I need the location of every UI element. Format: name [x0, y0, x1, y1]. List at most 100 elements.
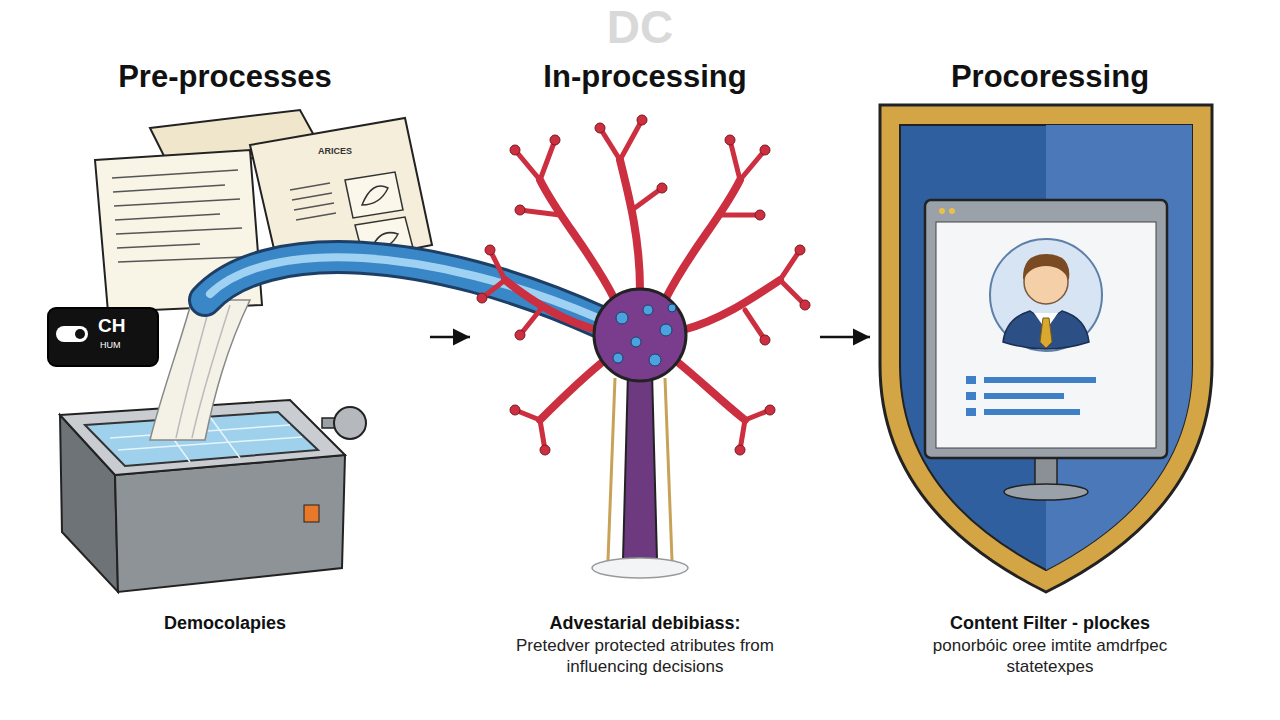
- dendrite-tip: [800, 300, 810, 310]
- dendrite-tip: [485, 245, 495, 255]
- dendrite-tip: [540, 445, 550, 455]
- list-bullet: [966, 392, 976, 400]
- dendrite-tip: [510, 145, 520, 155]
- text-line: [117, 244, 200, 248]
- neuron-dots: [613, 304, 676, 366]
- text-line: [112, 170, 238, 178]
- dendrite-tip: [550, 135, 560, 145]
- dendrite: [720, 140, 765, 215]
- avatar-circle: [990, 239, 1102, 351]
- illustration-label: CH: [98, 316, 125, 337]
- axon-fiber: [608, 378, 615, 560]
- axon-fiber: [665, 378, 672, 560]
- stage-heading: In-processing: [470, 58, 820, 95]
- text-line: [115, 214, 220, 220]
- window-dot: [949, 208, 955, 214]
- stage-panel: In-processingAdvestarial debibiass:Prete…: [470, 58, 820, 688]
- text-line: [118, 257, 244, 262]
- sketch-frame: [345, 172, 403, 218]
- dendrite-tip: [477, 293, 487, 303]
- dendrite: [675, 360, 745, 420]
- dendrite: [515, 410, 545, 450]
- text-bar: [984, 377, 1096, 383]
- caption-group: Democolapies: [20, 612, 430, 635]
- dendrite-tip: [760, 335, 770, 345]
- flow-arrow: [820, 336, 870, 339]
- dendrite: [665, 180, 740, 300]
- stage-heading: Procoressing: [870, 58, 1230, 95]
- illustration-label: HUM: [100, 341, 121, 351]
- dendrite-tip: [637, 115, 647, 125]
- neuron-dot: [616, 312, 628, 324]
- caption-title: Advestarial debibiass:: [495, 612, 795, 635]
- caption-title: Democolapies: [35, 612, 415, 635]
- stream-streak: [176, 305, 210, 438]
- window-dot: [939, 208, 945, 214]
- machine-front: [115, 455, 345, 592]
- text-line: [114, 199, 240, 206]
- neuron-dot: [613, 353, 623, 363]
- flow-arrow: [430, 336, 470, 339]
- text-line: [116, 228, 242, 234]
- text-line: [296, 213, 336, 220]
- stage-heading: Pre-processes: [20, 58, 430, 95]
- monitor-base: [1004, 484, 1088, 500]
- dendrite-tip: [735, 445, 745, 455]
- black-card: [48, 308, 158, 366]
- text-line: [292, 193, 332, 200]
- text-bar: [984, 393, 1064, 399]
- monitor-screen: [936, 222, 1156, 448]
- watermark: DC: [607, 2, 673, 53]
- avatar-hair: [1023, 254, 1069, 280]
- text-line: [290, 183, 330, 190]
- neuron-dot: [660, 324, 672, 336]
- caption-group: Content Filter - plockesponorbóic oree i…: [870, 612, 1230, 677]
- text-line: [294, 203, 334, 210]
- dendrite-tip: [657, 183, 667, 193]
- stage-panel: ProcoressingContent Filter - plockespono…: [870, 58, 1230, 688]
- caption-group: Advestarial debibiass:Pretedver protecte…: [470, 612, 820, 677]
- dendrite: [745, 250, 805, 340]
- leaf-sketch: [362, 186, 388, 205]
- dendrite-tip: [795, 245, 805, 255]
- dendrite-tip: [755, 210, 765, 220]
- paper-stream: [150, 300, 250, 440]
- dendrite: [683, 280, 780, 330]
- dendrite-tip: [725, 135, 735, 145]
- basin-grid: [210, 417, 240, 458]
- neuron-stem: [623, 372, 657, 560]
- shield-face: [900, 125, 1192, 570]
- dendrite: [600, 120, 662, 210]
- dendrite-tip: [515, 205, 525, 215]
- text-line: [113, 185, 225, 192]
- caption-body: ponorbóic oree imtite amdrfpec statetexp…: [895, 635, 1205, 678]
- neuron-dot: [668, 304, 676, 312]
- monitor-bezel: [925, 200, 1167, 458]
- dendrite: [620, 160, 640, 290]
- stage-panel: Pre-processesDemocolapies: [20, 58, 430, 688]
- neuron-dot: [649, 354, 661, 366]
- dendrite-tip: [515, 330, 525, 340]
- avatar-tie: [1040, 318, 1052, 348]
- dendrite: [540, 180, 615, 300]
- dendrite: [540, 360, 605, 420]
- shield-rim: [880, 105, 1212, 592]
- machine-logo: [304, 505, 319, 522]
- dendrite-tip: [595, 123, 605, 133]
- snow-base: [592, 558, 688, 578]
- avatar-suit: [1003, 311, 1089, 349]
- dendrite-tip: [510, 405, 520, 415]
- faucet-knob: [334, 407, 366, 439]
- neuron-body: [594, 289, 686, 381]
- dendrite-tip: [760, 145, 770, 155]
- toggle-pill: [56, 326, 88, 342]
- dendrite-tip: [765, 405, 775, 415]
- text-bar: [984, 409, 1080, 415]
- neuron-dot: [643, 305, 653, 315]
- neuron-dot: [631, 337, 641, 347]
- dendrite: [482, 250, 540, 335]
- dendrite: [505, 280, 597, 330]
- caption-title: Content Filter - plockes: [895, 612, 1205, 635]
